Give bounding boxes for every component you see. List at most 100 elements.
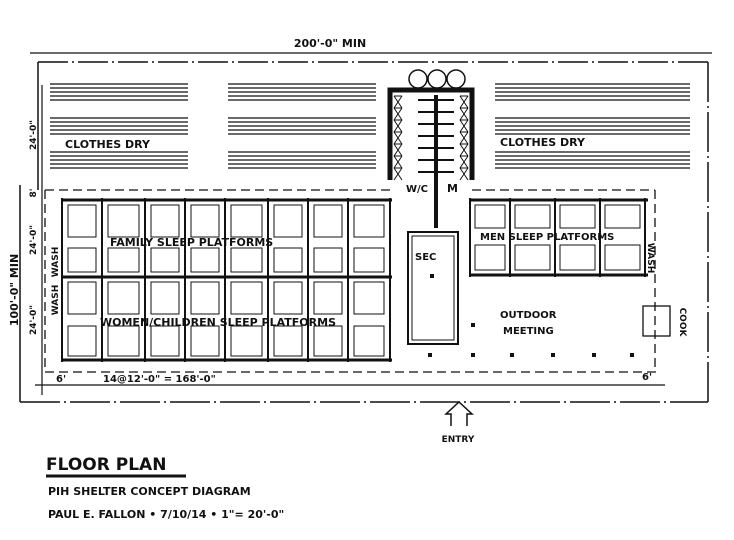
post-mark [428,353,432,357]
stall-x [393,167,403,181]
setback-left: 6' [56,374,66,385]
platform-cell [273,281,303,315]
drying-rack [495,83,690,101]
platform-cell [313,204,343,238]
platform-cell [559,244,596,271]
post-mark [630,353,634,357]
stall-x [459,119,469,133]
stall-x [459,155,469,169]
cook-label: COOK [677,308,687,338]
platform-cell [273,325,303,357]
wash-right: WASH [645,243,655,274]
overall-width-label: 200'-0" MIN [294,37,366,50]
platform-cell [353,325,385,357]
platform-cell [107,247,140,273]
overall-depth-label: 100'-0" MIN [8,254,21,326]
bottom-dimension: 6' 14@12'-0" = 168'-0" 6' [35,372,665,386]
outdoor-label: OUTDOOR [500,310,557,321]
clothes-drying-racks [50,83,690,169]
post-mark [471,353,475,357]
stall-x [459,131,469,145]
drying-rack [228,151,376,169]
cook-box [642,305,671,337]
setback-right: 6' [642,372,652,383]
entry-arrow-icon [444,400,474,426]
wc-label: W/C [406,184,428,195]
platform-cell [190,281,220,315]
platform-cell [150,247,180,273]
post-mark [592,353,596,357]
platform-cell [474,204,506,229]
drying-rack [50,83,188,101]
platform-cell [107,325,140,357]
family-sleep-label: FAMILY SLEEP PLATFORMS [110,236,273,249]
dim-drying: 24'-0" [29,120,39,150]
platform-cell [190,247,220,273]
security-outer-wall [407,231,459,345]
platform-cell [230,247,263,273]
meeting-label: MEETING [503,326,554,337]
drying-rack [228,117,376,135]
platform-cell [67,247,97,273]
women-children-sleep-label: WOMEN/CHILDREN SLEEP PLATFORMS [100,316,336,329]
water-tank-icon [427,69,447,89]
stall-x [393,95,403,109]
sleep-platform-grid [61,198,648,362]
stall-x [459,95,469,109]
stall-x [393,107,403,121]
cook-area: COOK [642,305,687,338]
author-line: PAUL E. FALLON • 7/10/14 • 1"= 20'-0" [48,508,284,521]
site-boundary [19,61,709,403]
dim-women: 24'-0" [29,305,39,335]
platform-cell [559,204,596,229]
post-mark [551,353,555,357]
top-dimension: 200'-0" MIN [30,37,712,54]
stall-x [459,167,469,181]
platform-cell [230,204,263,238]
security-booth: SEC [407,231,459,345]
stall-x [393,131,403,145]
platform-cell [604,244,641,271]
m-label: M [447,182,458,195]
drawing-title: FLOOR PLAN [46,455,166,475]
security-inner-wall [411,235,455,341]
outdoor-meeting-area: OUTDOOR MEETING [428,310,634,357]
platform-cell [604,204,641,229]
stall-x [393,155,403,169]
water-tank-icon [446,69,466,89]
toilet-stalls [393,95,469,181]
platform-cell [230,281,263,315]
dim-8: 8' [29,188,39,197]
meeting-posts [428,323,634,357]
platform-cell [273,204,303,238]
post-mark [471,323,475,327]
sec-label: SEC [415,252,436,263]
clothes-dry-left-label: CLOTHES DRY [65,138,151,151]
platform-cell [107,281,140,315]
water-tank-icon [408,69,428,89]
platform-cell [313,247,343,273]
drying-rack [50,117,188,135]
stall-x [393,143,403,157]
drying-rack [495,117,690,135]
wash-left-2: WASH [51,285,61,316]
platform-cell [353,247,385,273]
platform-cell [150,204,180,238]
platform-cell [313,281,343,315]
platform-cell [313,325,343,357]
men-sleep-label: MEN SLEEP PLATFORMS [480,232,614,243]
drying-rack [228,83,376,101]
platform-cell [474,244,506,271]
platform-cell [514,204,551,229]
sanitation-wall [387,87,475,180]
platform-cell [190,325,220,357]
platform-cell [230,325,263,357]
left-dimension: 100'-0" MIN 8' 24'-0" 24'-0" 24'-0" [8,85,43,395]
stall-x [393,119,403,133]
platform-cell [67,281,97,315]
sanitation-block: W/C M [387,69,475,228]
platform-cell [353,281,385,315]
drawing-subtitle: PIH SHELTER CONCEPT DIAGRAM [48,485,251,498]
platform-cell [150,325,180,357]
